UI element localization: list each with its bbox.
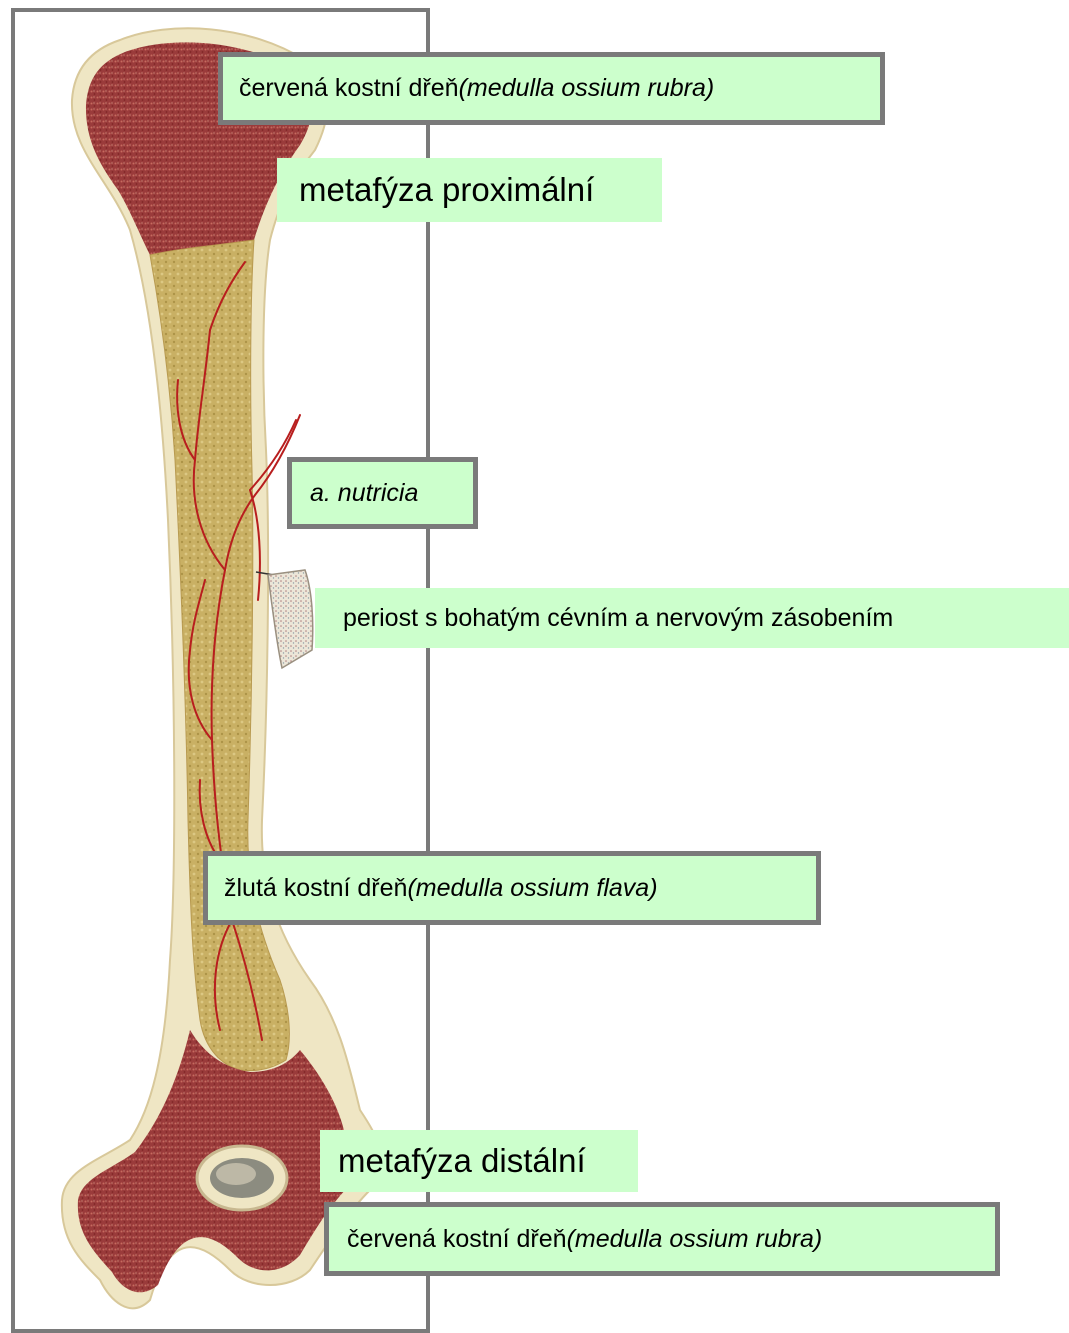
label-text: metafýza distální <box>338 1142 586 1180</box>
label-nutrient-artery: a. nutricia <box>287 457 478 529</box>
label-red-marrow-top: červená kostní dřeň (medulla ossium rubr… <box>218 52 885 125</box>
label-latin: (medulla ossium flava) <box>407 874 657 903</box>
label-text: žlutá kostní dřeň <box>224 874 407 903</box>
label-text: červená kostní dřeň <box>347 1225 567 1254</box>
label-red-marrow-bottom: červená kostní dřeň (medulla ossium rubr… <box>324 1202 1000 1276</box>
label-text: periost s bohatým cévním a nervovým záso… <box>343 604 893 633</box>
label-metaphysis-distal: metafýza distální <box>320 1130 638 1192</box>
label-yellow-marrow: žlutá kostní dřeň (medulla ossium flava) <box>203 851 821 925</box>
label-metaphysis-proximal: metafýza proximální <box>277 158 662 222</box>
periosteum-flap <box>268 570 313 668</box>
label-latin: (medulla ossium rubra) <box>459 74 715 103</box>
label-latin: (medulla ossium rubra) <box>567 1225 823 1254</box>
label-periosteum: periost s bohatým cévním a nervovým záso… <box>315 588 1069 648</box>
label-latin: a. nutricia <box>310 479 418 508</box>
label-text: červená kostní dřeň <box>239 74 459 103</box>
label-text: metafýza proximální <box>299 171 594 209</box>
